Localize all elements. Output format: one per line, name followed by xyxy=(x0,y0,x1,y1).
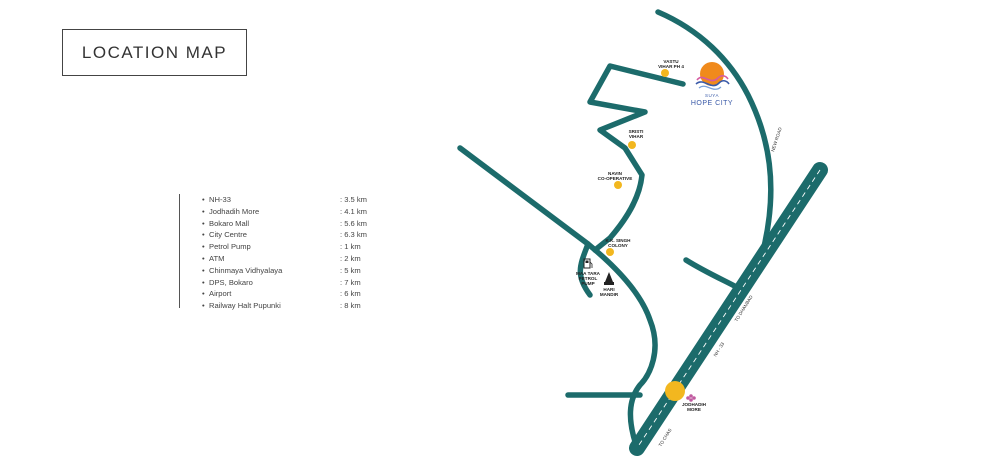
bullet-icon: • xyxy=(202,230,205,240)
petrol-pump-icon xyxy=(583,258,593,269)
label-mandir-2: MANDIR xyxy=(600,292,619,297)
label-vastu-1: VASTU xyxy=(663,59,679,64)
temple-icon xyxy=(604,272,614,285)
distance-item: • Bokaro Mall : 5.6 km xyxy=(180,218,390,229)
bullet-icon: • xyxy=(202,242,205,252)
page-title: LOCATION MAP xyxy=(62,29,247,76)
distance-place: NH-33 xyxy=(209,195,231,204)
label-to-chas: TO CHAS xyxy=(658,428,673,448)
label-jodhadih-1: JODHADIH xyxy=(682,402,707,407)
distance-place: ATM xyxy=(209,254,225,263)
distance-value: : 6 km xyxy=(340,289,361,299)
distance-place: City Centre xyxy=(209,230,247,240)
distance-item: • Petrol Pump : 1 km xyxy=(180,241,390,252)
distance-value: : 4.1 km xyxy=(340,206,368,216)
distance-place: Bokaro Mall xyxy=(209,218,250,228)
label-sristi-2: VIHAR xyxy=(629,134,644,139)
distance-place: Railway Halt Pupunki xyxy=(209,301,281,311)
distance-item: • DPS, Bokaro : 7 km xyxy=(180,277,390,288)
label-vastu-2: VIHAR PH 4 xyxy=(658,64,684,69)
distance-item: • NH-33 : 3.5 km xyxy=(180,194,390,205)
label-petrol-3: PUMP xyxy=(581,281,594,286)
bullet-icon: • xyxy=(202,218,205,228)
distance-item: • City Centre : 6.3 km xyxy=(180,229,390,240)
road-sristi-loop xyxy=(587,63,686,253)
label-navin-1: NAVIN xyxy=(608,171,623,176)
label-jodhadih-2: MORE xyxy=(687,407,701,412)
distance-item: • Jodhadih More : 4.1 km xyxy=(180,206,390,217)
distance-value: : 8 km xyxy=(340,301,361,311)
marker-sristi-vihar xyxy=(628,141,636,149)
distance-value: : 1 km xyxy=(340,242,361,252)
distance-item: • ATM : 2 km xyxy=(180,253,390,264)
label-mandir-1: HARI xyxy=(603,287,614,292)
road-north-curve xyxy=(655,9,774,258)
distance-list: • NH-33 : 3.5 km • Jodhadih More : 4.1 km • Bok… xyxy=(179,194,390,311)
marker-kk-singh xyxy=(606,248,614,256)
marker-vastu-vihar xyxy=(661,69,669,77)
svg-text:HOPE CITY: HOPE CITY xyxy=(691,100,733,107)
bullet-icon: • xyxy=(202,195,205,204)
distance-value: : 7 km xyxy=(340,277,361,287)
nh33-centerline xyxy=(636,169,821,449)
bullet-icon: • xyxy=(202,206,205,216)
distance-item: • Railway Halt Pupunki : 8 km xyxy=(180,300,390,311)
bullet-icon: • xyxy=(202,265,205,275)
svg-text:SUYA: SUYA xyxy=(705,93,719,98)
marker-jodhadih xyxy=(665,381,685,401)
label-kk-2: COLONY xyxy=(608,243,628,248)
bullet-icon: • xyxy=(202,277,205,287)
road-west-diagonal xyxy=(457,145,658,448)
distance-item: • Chinmaya Vidhyalaya : 5 km xyxy=(180,265,390,276)
label-kk-1: K.K. SINGH xyxy=(605,238,631,243)
label-petrol-2: PETROL xyxy=(579,276,598,281)
distance-place: Jodhadih More xyxy=(209,206,260,216)
distance-place: Chinmaya Vidhyalaya xyxy=(209,265,283,275)
distance-place: DPS, Bokaro xyxy=(209,277,253,287)
distance-place: Airport xyxy=(209,289,232,299)
bullet-icon: • xyxy=(202,301,205,311)
label-petrol-1: MAA TARA xyxy=(576,271,601,276)
label-sristi-1: SRISTI xyxy=(629,129,644,134)
bullet-icon: • xyxy=(202,254,205,263)
distance-item: • Airport : 6 km xyxy=(180,288,390,299)
label-new-road: NEW ROAD xyxy=(770,126,783,152)
jodhadih-flower-icon xyxy=(686,394,696,402)
marker-navin xyxy=(614,181,622,189)
suya-hope-city-logo: SUYA HOPE CITY xyxy=(691,62,733,107)
distance-value: : 2 km xyxy=(340,254,361,263)
road-kk-link xyxy=(577,241,593,298)
distance-value: : 5.6 km xyxy=(340,218,368,228)
label-navin-2: CO-OPERATIVE xyxy=(598,176,633,181)
distance-value: : 6.3 km xyxy=(340,230,368,240)
distance-place: Petrol Pump xyxy=(209,242,251,252)
distance-value: : 3.5 km xyxy=(340,195,368,204)
distance-value: : 5 km xyxy=(340,265,361,275)
bullet-icon: • xyxy=(202,289,205,299)
